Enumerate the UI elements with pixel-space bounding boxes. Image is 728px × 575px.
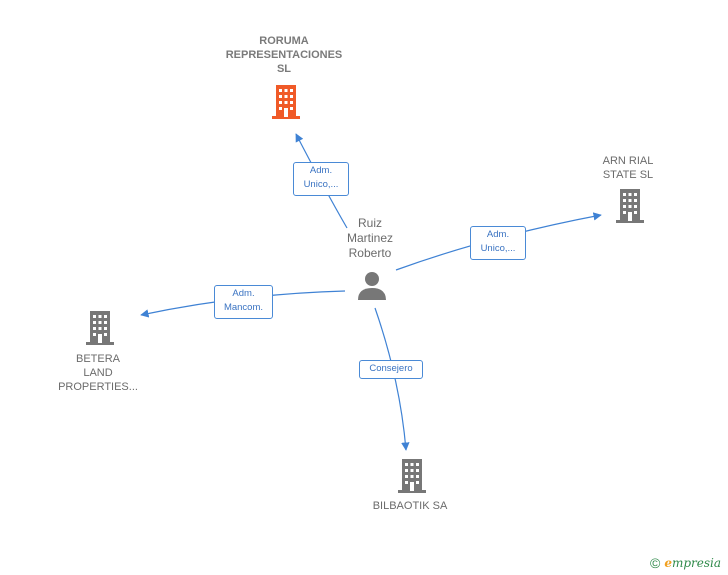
footer-credit: © empresia <box>650 555 721 571</box>
edge-label-line: Adm. <box>232 288 255 299</box>
node-label-arn[interactable]: ARN RIAL STATE SL <box>578 154 678 182</box>
copyright-symbol: © <box>650 555 661 571</box>
node-label-line: RORUMA <box>259 35 309 47</box>
edge-label-line: Adm. <box>486 229 510 240</box>
empresia-logo[interactable]: empresia <box>664 556 721 570</box>
edge-label-adm-unico-arn[interactable]: Adm. Unico,... <box>470 226 526 260</box>
edge-label-line: Mancom. <box>223 302 264 313</box>
node-label-line: BILBAOTIK SA <box>372 500 448 512</box>
building-icon[interactable] <box>270 84 302 120</box>
node-label-line: Ruiz <box>357 216 382 230</box>
edge-label-consejero-bilbaotik[interactable]: Consejero <box>359 360 423 379</box>
brand-rest: mpresia <box>671 556 722 570</box>
node-label-line: PROPERTIES... <box>58 381 138 393</box>
node-label-bilbaotik[interactable]: BILBAOTIK SA <box>350 499 470 513</box>
node-label-line: SL <box>276 63 292 75</box>
building-icon[interactable] <box>396 458 428 494</box>
node-label-line: BETERA <box>75 353 120 365</box>
node-label-line: REPRESENTACIONES <box>225 49 343 61</box>
edge-label-line: Consejero <box>369 363 413 374</box>
person-icon[interactable] <box>356 270 388 302</box>
brand-initial: e <box>664 556 672 570</box>
node-label-line: LAND <box>83 367 113 379</box>
building-icon[interactable] <box>614 188 646 224</box>
building-icon[interactable] <box>84 310 116 346</box>
edge-label-line: Unico,... <box>303 179 339 190</box>
edge-label-adm-mancom-betera[interactable]: Adm. Mancom. <box>214 285 273 319</box>
node-label-line: Roberto <box>348 246 392 260</box>
node-label-person[interactable]: Ruiz Martinez Roberto <box>320 216 420 261</box>
edge-label-line: Unico,... <box>480 243 516 254</box>
edge-to-bilbaotik <box>374 307 410 451</box>
node-label-roruma[interactable]: RORUMA REPRESENTACIONES SL <box>200 34 368 76</box>
node-label-line: STATE SL <box>602 169 654 181</box>
node-label-line: Martinez <box>346 231 393 245</box>
node-label-betera[interactable]: BETERA LAND PROPERTIES... <box>48 352 148 394</box>
node-label-line: ARN RIAL <box>602 155 654 167</box>
edge-label-line: Adm. <box>309 165 333 176</box>
edge-label-adm-unico-roruma[interactable]: Adm. Unico,... <box>293 162 349 196</box>
